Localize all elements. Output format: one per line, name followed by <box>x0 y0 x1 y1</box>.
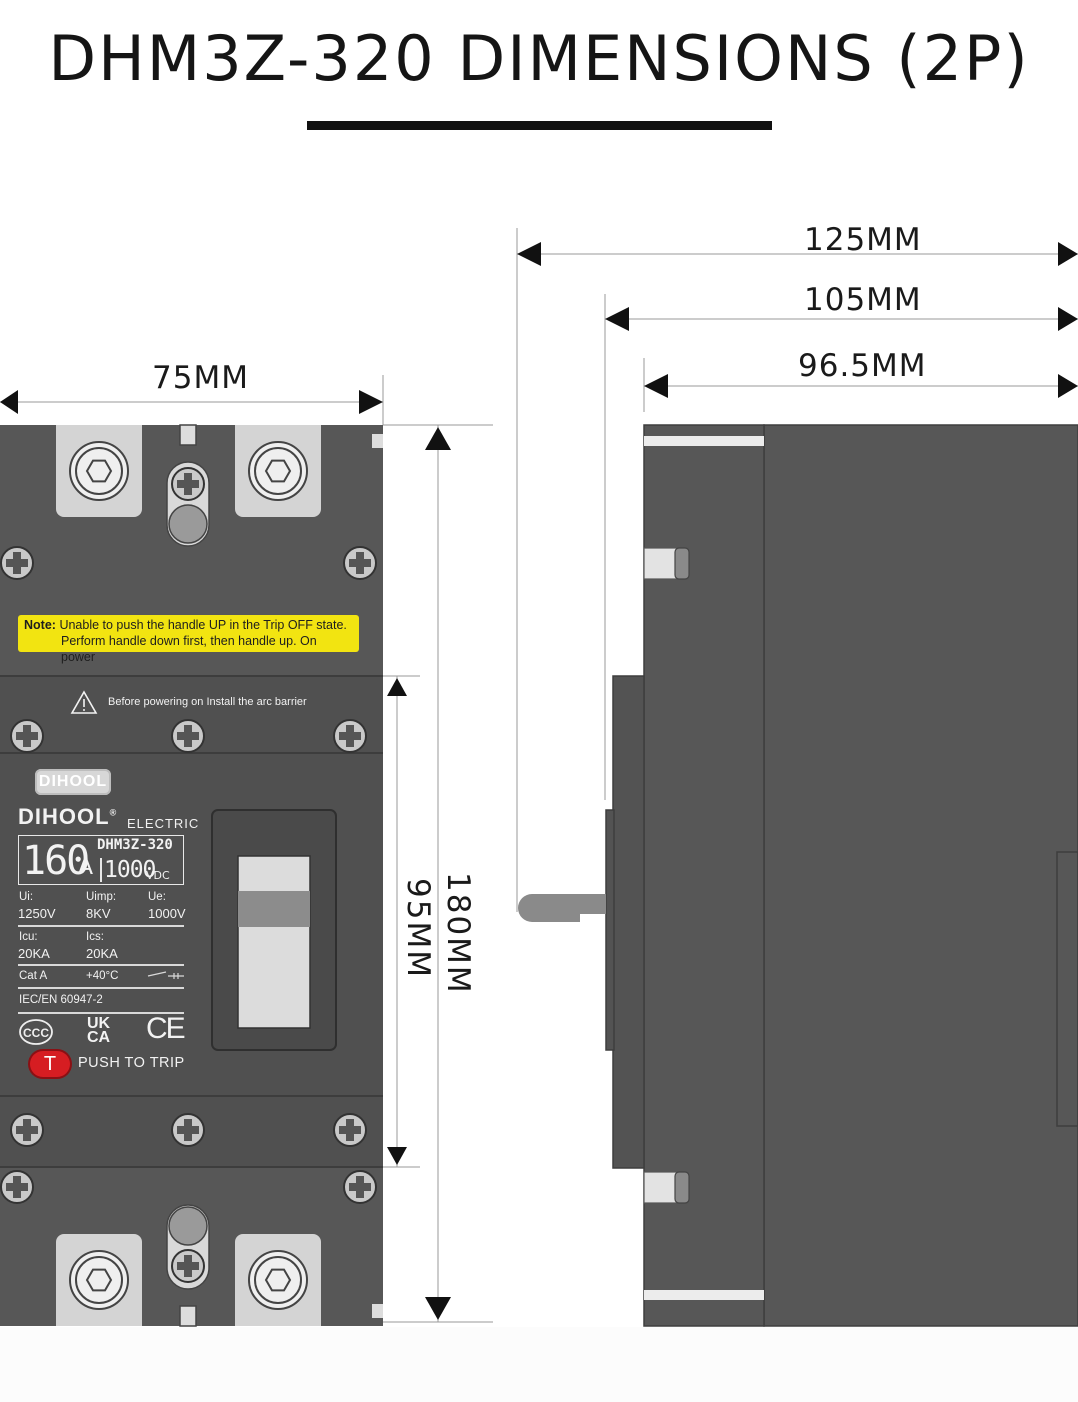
icu-label: Icu: <box>19 931 38 943</box>
ukca-top: UK <box>87 1015 111 1032</box>
rated-voltage: 1000 <box>104 857 156 883</box>
arrow-up-icon <box>387 678 407 696</box>
model-number: DHM3Z-320 <box>97 837 173 853</box>
title-underline <box>307 121 772 130</box>
page-title: DHM3Z-320 DIMENSIONS (2P) <box>48 22 1030 95</box>
arrow-up-icon <box>425 427 451 450</box>
dim-125: 125MM <box>804 222 922 258</box>
dim-96-5: 96.5MM <box>798 348 927 384</box>
warning-icon <box>70 690 98 714</box>
arc-barrier-warning: Before powering on Install the arc barri… <box>108 696 307 708</box>
screw-icon <box>171 1113 205 1147</box>
screw-icon <box>171 467 205 501</box>
screw-icon <box>10 719 44 753</box>
edge-nub <box>372 434 383 448</box>
screw-icon <box>0 546 34 580</box>
push-to-trip-label: PUSH TO TRIP <box>78 1055 185 1071</box>
mounting-pin <box>168 504 208 544</box>
screw-icon <box>333 719 367 753</box>
screw-icon <box>0 1170 34 1204</box>
arrow-down-icon <box>425 1297 451 1320</box>
screw-icon <box>343 546 377 580</box>
screw-icon <box>10 1113 44 1147</box>
arrow-down-icon <box>387 1147 407 1165</box>
ukca-mark-icon: UK CA <box>87 1015 111 1046</box>
ics-value: 20KA <box>86 946 118 961</box>
handle-grip <box>238 891 310 927</box>
dim-180: 180MM <box>440 872 476 995</box>
arrow-left-icon <box>605 307 629 331</box>
switch-symbol-icon <box>147 971 184 979</box>
terminal-bottom-left <box>55 1233 143 1327</box>
rated-voltage-unit: VDC <box>146 869 170 882</box>
push-to-trip-button[interactable]: T <box>30 1051 70 1077</box>
spec-divider <box>18 964 184 966</box>
uimp-value: 8KV <box>86 906 111 921</box>
arrow-right-icon <box>1058 242 1078 266</box>
arrow-left-icon <box>0 390 18 414</box>
terminal-top-left <box>55 424 143 518</box>
ics-label: Ics: <box>86 931 104 943</box>
dimension-arrows <box>0 242 1078 1320</box>
screw-icon <box>343 1170 377 1204</box>
arrow-left-icon <box>644 374 668 398</box>
mounting-pin <box>168 1206 208 1246</box>
logo-badge: DIHOOL <box>35 769 111 795</box>
rating-box <box>18 835 184 885</box>
standard: IEC/EN 60947-2 <box>19 994 103 1006</box>
spec-divider <box>18 987 184 989</box>
ce-mark-icon: CE <box>146 1012 186 1045</box>
arrow-right-icon <box>1058 307 1078 331</box>
side-view <box>518 424 1078 1327</box>
dim-95: 95MM <box>400 878 436 979</box>
top-stripe <box>644 436 764 446</box>
edge-nub <box>372 1304 383 1318</box>
ccc-mark-text: CCC <box>23 1026 49 1040</box>
ue-label: Ue: <box>148 891 166 903</box>
note-label: Note: <box>24 618 56 632</box>
side-handle <box>518 894 606 922</box>
front-view: CCC <box>0 424 383 1327</box>
note-line-1: Unable to push the handle UP in the Trip… <box>59 618 347 632</box>
note-line-2: Perform handle down first, then handle u… <box>61 634 317 664</box>
screw-icon <box>333 1113 367 1147</box>
ui-label: Ui: <box>19 891 34 903</box>
footer-band <box>0 1327 1078 1402</box>
handle-toggle <box>237 855 311 1029</box>
brand-name-text: DIHOOL <box>18 804 110 829</box>
spec-divider <box>18 925 184 927</box>
dimension-lines <box>0 228 1078 1323</box>
screw-icon <box>171 719 205 753</box>
terminal-top-right <box>234 424 322 518</box>
bottom-stripe <box>644 1290 764 1300</box>
brand-name: DIHOOL® <box>18 804 117 830</box>
spec-divider <box>18 1012 184 1014</box>
registered-mark: ® <box>109 807 118 818</box>
screw-icon <box>171 1249 205 1283</box>
brand-sub: ELECTRIC <box>127 816 200 831</box>
rated-current-unit: A <box>78 855 94 880</box>
arrow-right-icon <box>1058 374 1078 398</box>
ue-value: 1000V <box>148 906 186 921</box>
category: Cat A <box>19 970 48 982</box>
rating-separator <box>100 858 102 882</box>
arrow-right-icon <box>359 390 383 414</box>
bottom-center-nub <box>179 1305 197 1327</box>
temperature: +40°C <box>86 970 119 982</box>
dim-75: 75MM <box>152 360 249 396</box>
arrow-left-icon <box>517 242 541 266</box>
dim-105: 105MM <box>804 282 922 318</box>
top-center-nub <box>179 424 197 446</box>
ukca-bottom: CA <box>87 1029 111 1046</box>
terminal-bottom-right <box>234 1233 322 1327</box>
ui-value: 1250V <box>18 906 56 921</box>
uimp-label: Uimp: <box>86 891 117 903</box>
rated-current: 160 <box>22 838 90 884</box>
icu-value: 20KA <box>18 946 50 961</box>
ccc-mark-icon <box>19 1019 53 1045</box>
note-box: Note: Unable to push the handle UP in th… <box>18 615 359 664</box>
